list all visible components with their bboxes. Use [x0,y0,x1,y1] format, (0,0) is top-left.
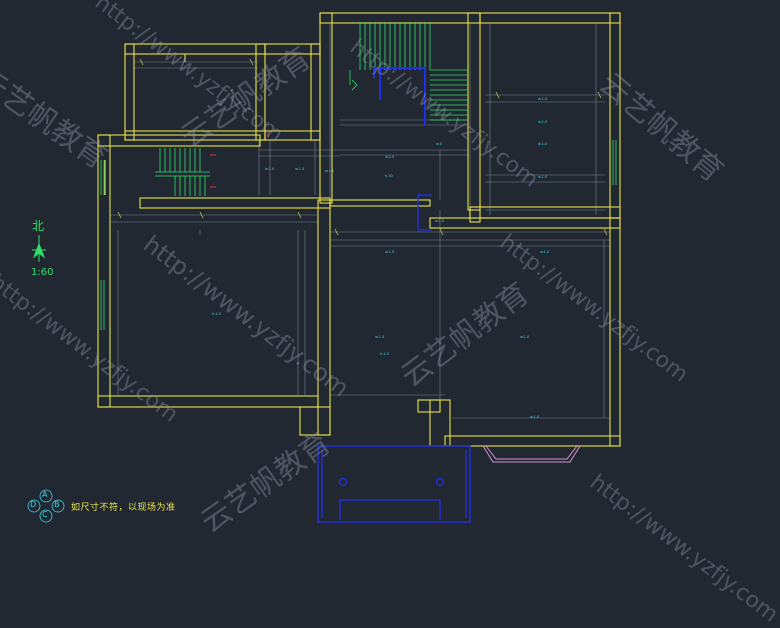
red-markers [210,132,269,188]
compass-rose-icon [27,489,65,523]
compass-letter-c: C [42,510,48,519]
floor-plan-canvas: w.1.0 h.30 w.1.0 w.1.0 w.1.0 w.1.0 w.1.0… [27,12,621,523]
dimension-ticks [117,58,608,236]
stair-top-handrail [373,67,426,125]
north-arrow-icon [32,235,46,262]
compass-letter-d: D [30,500,37,509]
svg-text:w.1.0: w.1.0 [540,250,549,254]
svg-text:w.1.0: w.1.0 [538,97,547,101]
svg-text:w.1.0: w.1.0 [385,250,394,254]
dimension-lines [109,24,610,419]
svg-text:h.1.0: h.1.0 [380,352,389,356]
north-label: 北 [32,219,45,233]
svg-text:w.1.0: w.1.0 [538,175,547,179]
svg-text:w.1.0: w.1.0 [520,335,529,339]
svg-text:w.1.0: w.1.0 [325,169,334,173]
stair-left [155,148,210,196]
bay-window [482,445,581,463]
stair-top [349,22,468,121]
scale-label: 1:60 [31,267,54,278]
walls [97,12,621,447]
svg-text:w.0: w.0 [436,142,442,146]
svg-text:w.1.0: w.1.0 [530,415,539,419]
svg-text:w.1.0: w.1.0 [375,335,384,339]
svg-text:w.1.0: w.1.0 [265,167,274,171]
compass-letter-b: B [54,500,60,509]
windows-left [100,140,617,330]
entrance-doors [317,194,471,523]
svg-text:h.30: h.30 [385,174,393,178]
svg-text:h.1.0: h.1.0 [212,312,221,316]
note-text: 如尺寸不符，以现场为准 [71,503,176,513]
svg-text:w.1.0: w.1.0 [538,142,547,146]
room-labels: w.1.0 h.30 w.1.0 w.1.0 w.1.0 w.1.0 w.1.0… [212,97,549,419]
svg-text:w.1.0: w.1.0 [538,120,547,124]
svg-text:w.1.0: w.1.0 [435,219,444,223]
svg-text:w.1.0: w.1.0 [385,155,394,159]
svg-text:w.1.0: w.1.0 [295,167,304,171]
compass-letter-a: A [42,490,48,499]
